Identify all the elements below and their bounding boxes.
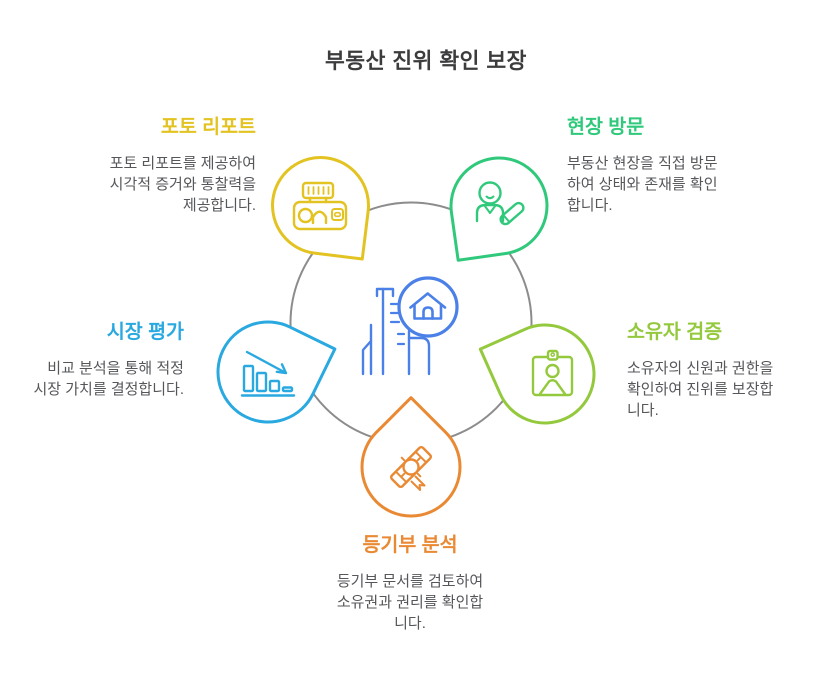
node-label: 포토 리포트 xyxy=(160,116,256,138)
node-text-site-visit: 현장 방문 부동산 현장을 직접 방문 하여 상태와 존재를 확인 합니다. xyxy=(567,116,792,216)
node-label: 등기부 분석 xyxy=(362,534,458,556)
node-text-owner-verification: 소유자 검증 소유자의 신원과 권한을 확인하여 진위를 보장합 니다. xyxy=(627,321,815,421)
node-label: 현장 방문 xyxy=(567,116,645,138)
node-text-market-evaluation: 시장 평가 비교 분석을 통해 적정 시장 가치를 결정합니다. xyxy=(0,321,184,400)
bar-chart-decline-icon xyxy=(240,350,296,397)
node-description: 소유자의 신원과 권한을 확인하여 진위를 보장합 니다. xyxy=(627,360,774,419)
page-title: 부동산 진위 확인 보장 xyxy=(325,49,527,73)
id-badge-icon xyxy=(531,349,574,397)
node-description: 비교 분석을 통해 적정 시장 가치를 결정합니다. xyxy=(33,360,184,398)
node-description: 부동산 현장을 직접 방문 하여 상태와 존재를 확인 합니다. xyxy=(567,155,718,214)
node-description: 등기부 문서를 검토하여 소유권과 권리를 확인합 니다. xyxy=(336,573,484,632)
camera-icon xyxy=(292,181,348,231)
node-bubble-market-evaluation xyxy=(216,320,337,424)
node-bubble-owner-verification xyxy=(478,323,596,425)
node-bubble-photo-report xyxy=(271,156,370,261)
building-icon xyxy=(361,287,431,376)
node-description: 포토 리포트를 제공하여 시각적 증거와 통찰력을 제공합니다. xyxy=(109,155,256,214)
node-text-photo-report: 포토 리포트 포토 리포트를 제공하여 시각적 증거와 통찰력을 제공합니다. xyxy=(66,116,256,216)
person-pencil-icon xyxy=(475,181,525,226)
certificate-icon xyxy=(389,445,433,491)
node-label: 소유자 검증 xyxy=(627,321,723,343)
node-label: 시장 평가 xyxy=(106,321,184,343)
node-text-registry-analysis: 등기부 분석 등기부 문서를 검토하여 소유권과 권리를 확인합 니다. xyxy=(310,534,510,634)
node-bubble-site-visit xyxy=(449,156,549,262)
house-badge-icon xyxy=(397,276,459,338)
